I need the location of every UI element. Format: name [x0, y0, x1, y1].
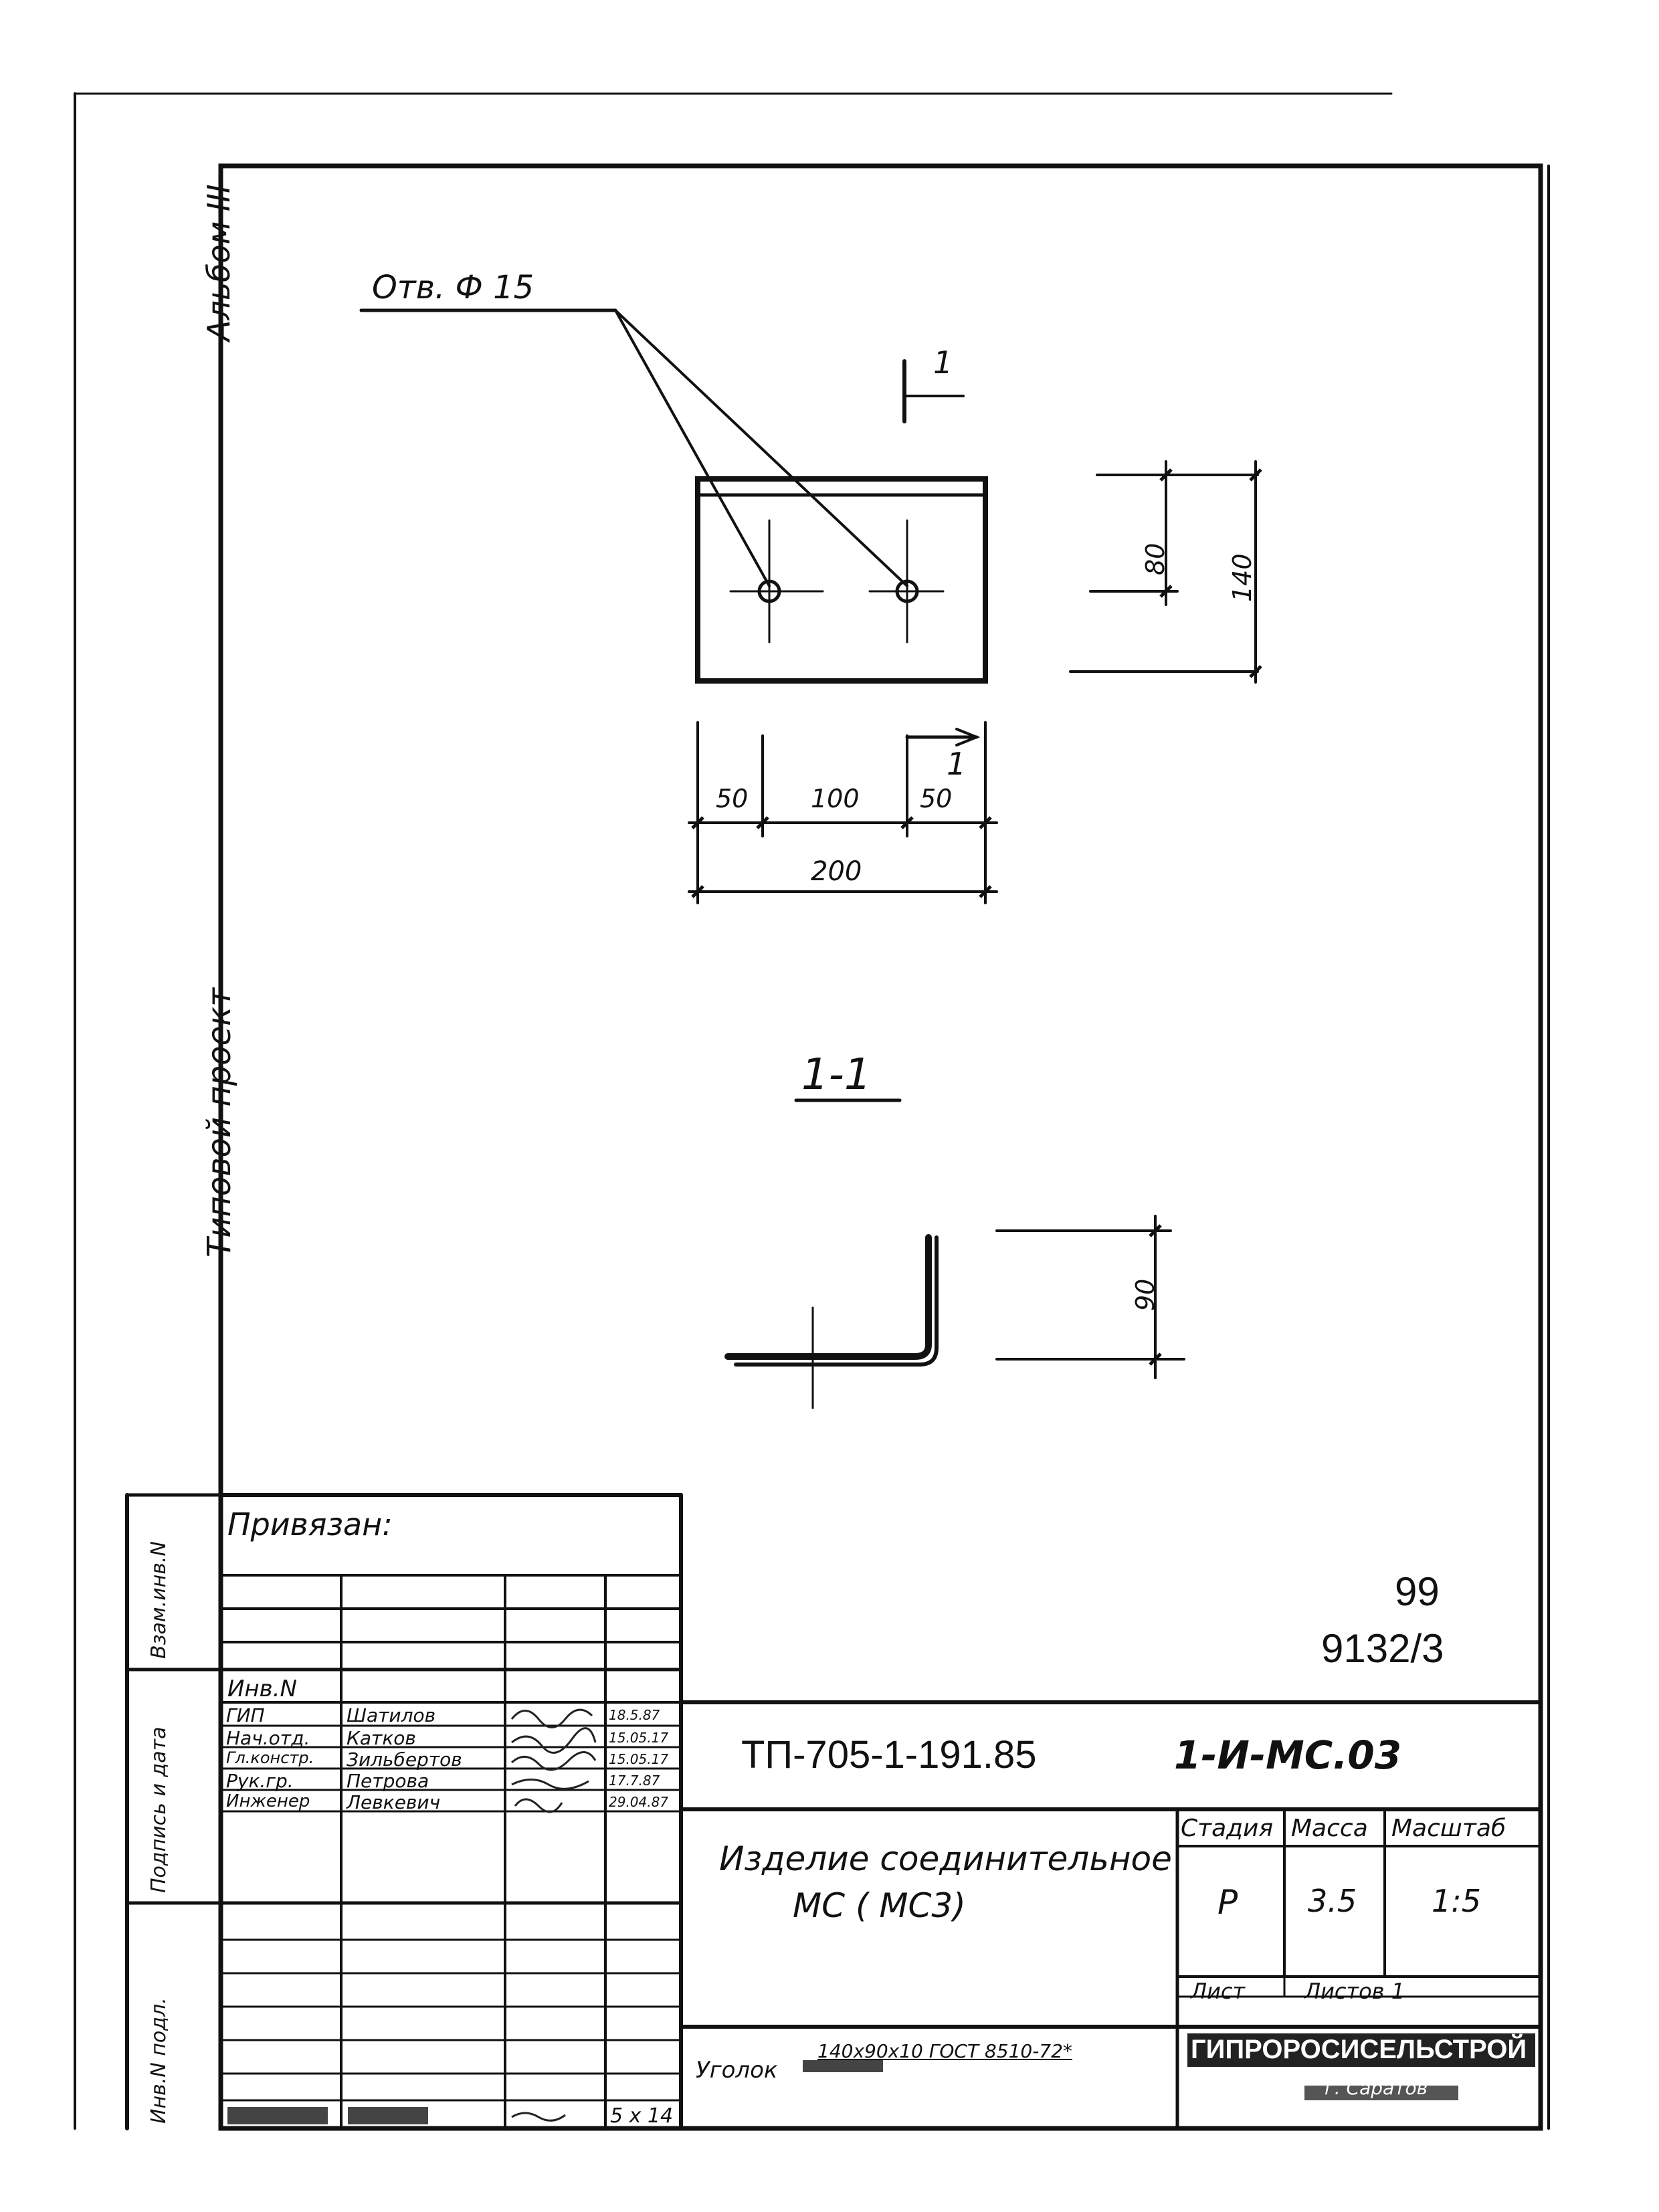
mass-value: 3.5	[1308, 1883, 1357, 1919]
role-4: Инженер	[226, 1791, 310, 1811]
name-0: Шатилов	[347, 1704, 436, 1726]
name-4: Левкевич	[347, 1791, 441, 1813]
dim-100: 100	[811, 784, 860, 813]
dim-200: 200	[811, 856, 862, 887]
sheets-label: Листов 1	[1304, 1979, 1405, 2004]
name-3: Петрова	[347, 1770, 429, 1792]
date-3: 17.7.87	[609, 1773, 660, 1789]
scale-label: Масштаб	[1391, 1815, 1506, 1842]
section-title: 1-1	[801, 1050, 872, 1100]
mass-label: Масса	[1291, 1815, 1368, 1842]
section-mark-bottom: 1	[947, 746, 967, 782]
podpis-data-label: Подпись и дата	[147, 1726, 171, 1894]
org-name: ГИПРОРОСИСЕЛЬСТРОЙ	[1191, 2035, 1527, 2064]
section-mark-top: 1	[933, 344, 953, 381]
date-1: 15.05.17	[609, 1730, 669, 1746]
dim-50-right: 50	[920, 784, 953, 813]
role-1: Нач.отд.	[226, 1727, 310, 1749]
stage-label: Стадия	[1181, 1815, 1274, 1842]
date-0: 18.5.87	[609, 1707, 660, 1723]
name-1: Катков	[347, 1727, 416, 1749]
album-label: Альбом III	[201, 184, 237, 341]
title-line1: Изделие соединительное	[719, 1839, 1172, 1878]
project-code: ТП-705-1-191.85	[741, 1733, 1037, 1777]
dim-80: 80	[1141, 542, 1170, 575]
privyazan-label: Привязан:	[227, 1506, 393, 1542]
role-3: Рук.гр.	[226, 1770, 294, 1792]
inv-podl-label: Инв.N подл.	[147, 1997, 171, 2124]
scale-value: 1:5	[1432, 1883, 1482, 1919]
dim-90: 90	[1131, 1278, 1160, 1311]
date-4: 29.04.87	[609, 1794, 669, 1810]
sheet-number: 99	[1395, 1569, 1440, 1614]
dim-50-left: 50	[716, 784, 749, 813]
org-city: г. Саратов	[1325, 2077, 1428, 2099]
role-2: Гл.констр.	[226, 1748, 314, 1767]
role-0: ГИП	[226, 1704, 265, 1726]
stage-value: Р	[1217, 1883, 1238, 1922]
material-label: Уголок	[696, 2057, 778, 2084]
project-label: Типовой проект	[201, 987, 238, 1258]
dim-140: 140	[1228, 553, 1257, 602]
inv-label: Инв.N	[227, 1676, 297, 1702]
sheet-code: 9132/3	[1321, 1626, 1444, 1671]
hole-callout: Отв. Ф 15	[372, 269, 534, 306]
bottom-row-c4: 5 x 14	[610, 2104, 674, 2128]
material-line1: 140x90x10 ГОСТ 8510-72*	[817, 2040, 1072, 2062]
sheet-label: Лист	[1191, 1979, 1246, 2004]
doc-code: 1-И-МС.03	[1174, 1732, 1402, 1778]
vzam-inv-label: Взам.инв.N	[147, 1541, 171, 1659]
title-line2: МС ( МС3)	[793, 1886, 966, 1925]
name-2: Зильбертов	[347, 1748, 462, 1771]
date-2: 15.05.17	[609, 1751, 669, 1767]
